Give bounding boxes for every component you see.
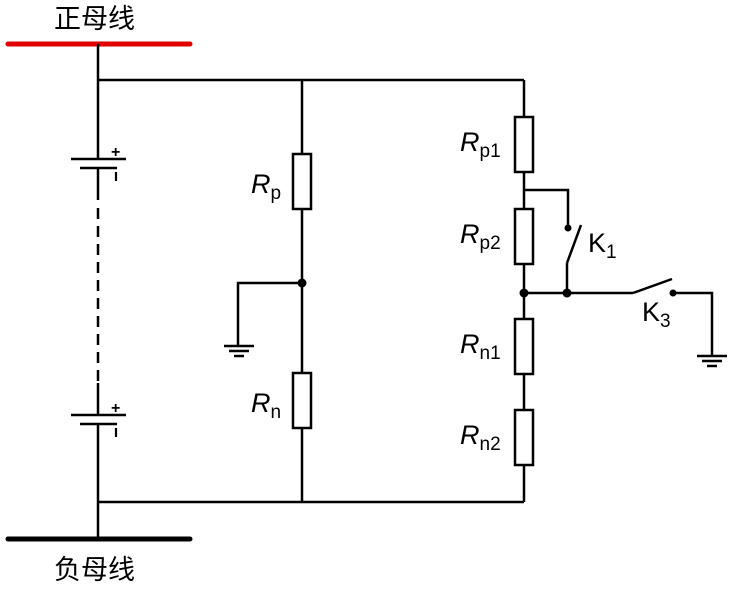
negative-bus-label: 负母线 (54, 555, 135, 586)
resistor-rn1 (513, 317, 535, 376)
resistor-rp (291, 152, 313, 211)
wire-k3-to-ground (673, 291, 714, 356)
wire-to-ground (236, 281, 302, 346)
resistor-rn2 (513, 408, 535, 467)
resistor-rn (291, 371, 313, 430)
label-k1: K1 (588, 228, 617, 263)
ground-icon (697, 354, 727, 368)
resistor-rp1 (513, 115, 535, 174)
battery-plus-mark: + (111, 144, 120, 161)
battery-cell-1: + (71, 144, 126, 200)
label-k3: K3 (642, 297, 671, 332)
switch-k1-blade[interactable] (565, 224, 583, 264)
resistor-rp2 (513, 207, 535, 266)
battery-cell-2: + (71, 383, 126, 539)
label-rn: Rn (251, 388, 281, 423)
label-rn1: Rn1 (460, 329, 501, 364)
switch-k1-contact (564, 224, 572, 232)
wire-k1-top (524, 188, 570, 228)
ground-icon (224, 344, 254, 358)
label-rp2: Rp2 (460, 219, 501, 254)
positive-bus-label: 正母线 (54, 4, 135, 35)
label-rp1: Rp1 (460, 127, 501, 162)
label-rp: Rp (251, 169, 281, 204)
label-rn2: Rn2 (460, 420, 501, 455)
battery-plus-mark: + (111, 400, 120, 417)
switch-k3-blade[interactable] (632, 277, 673, 295)
